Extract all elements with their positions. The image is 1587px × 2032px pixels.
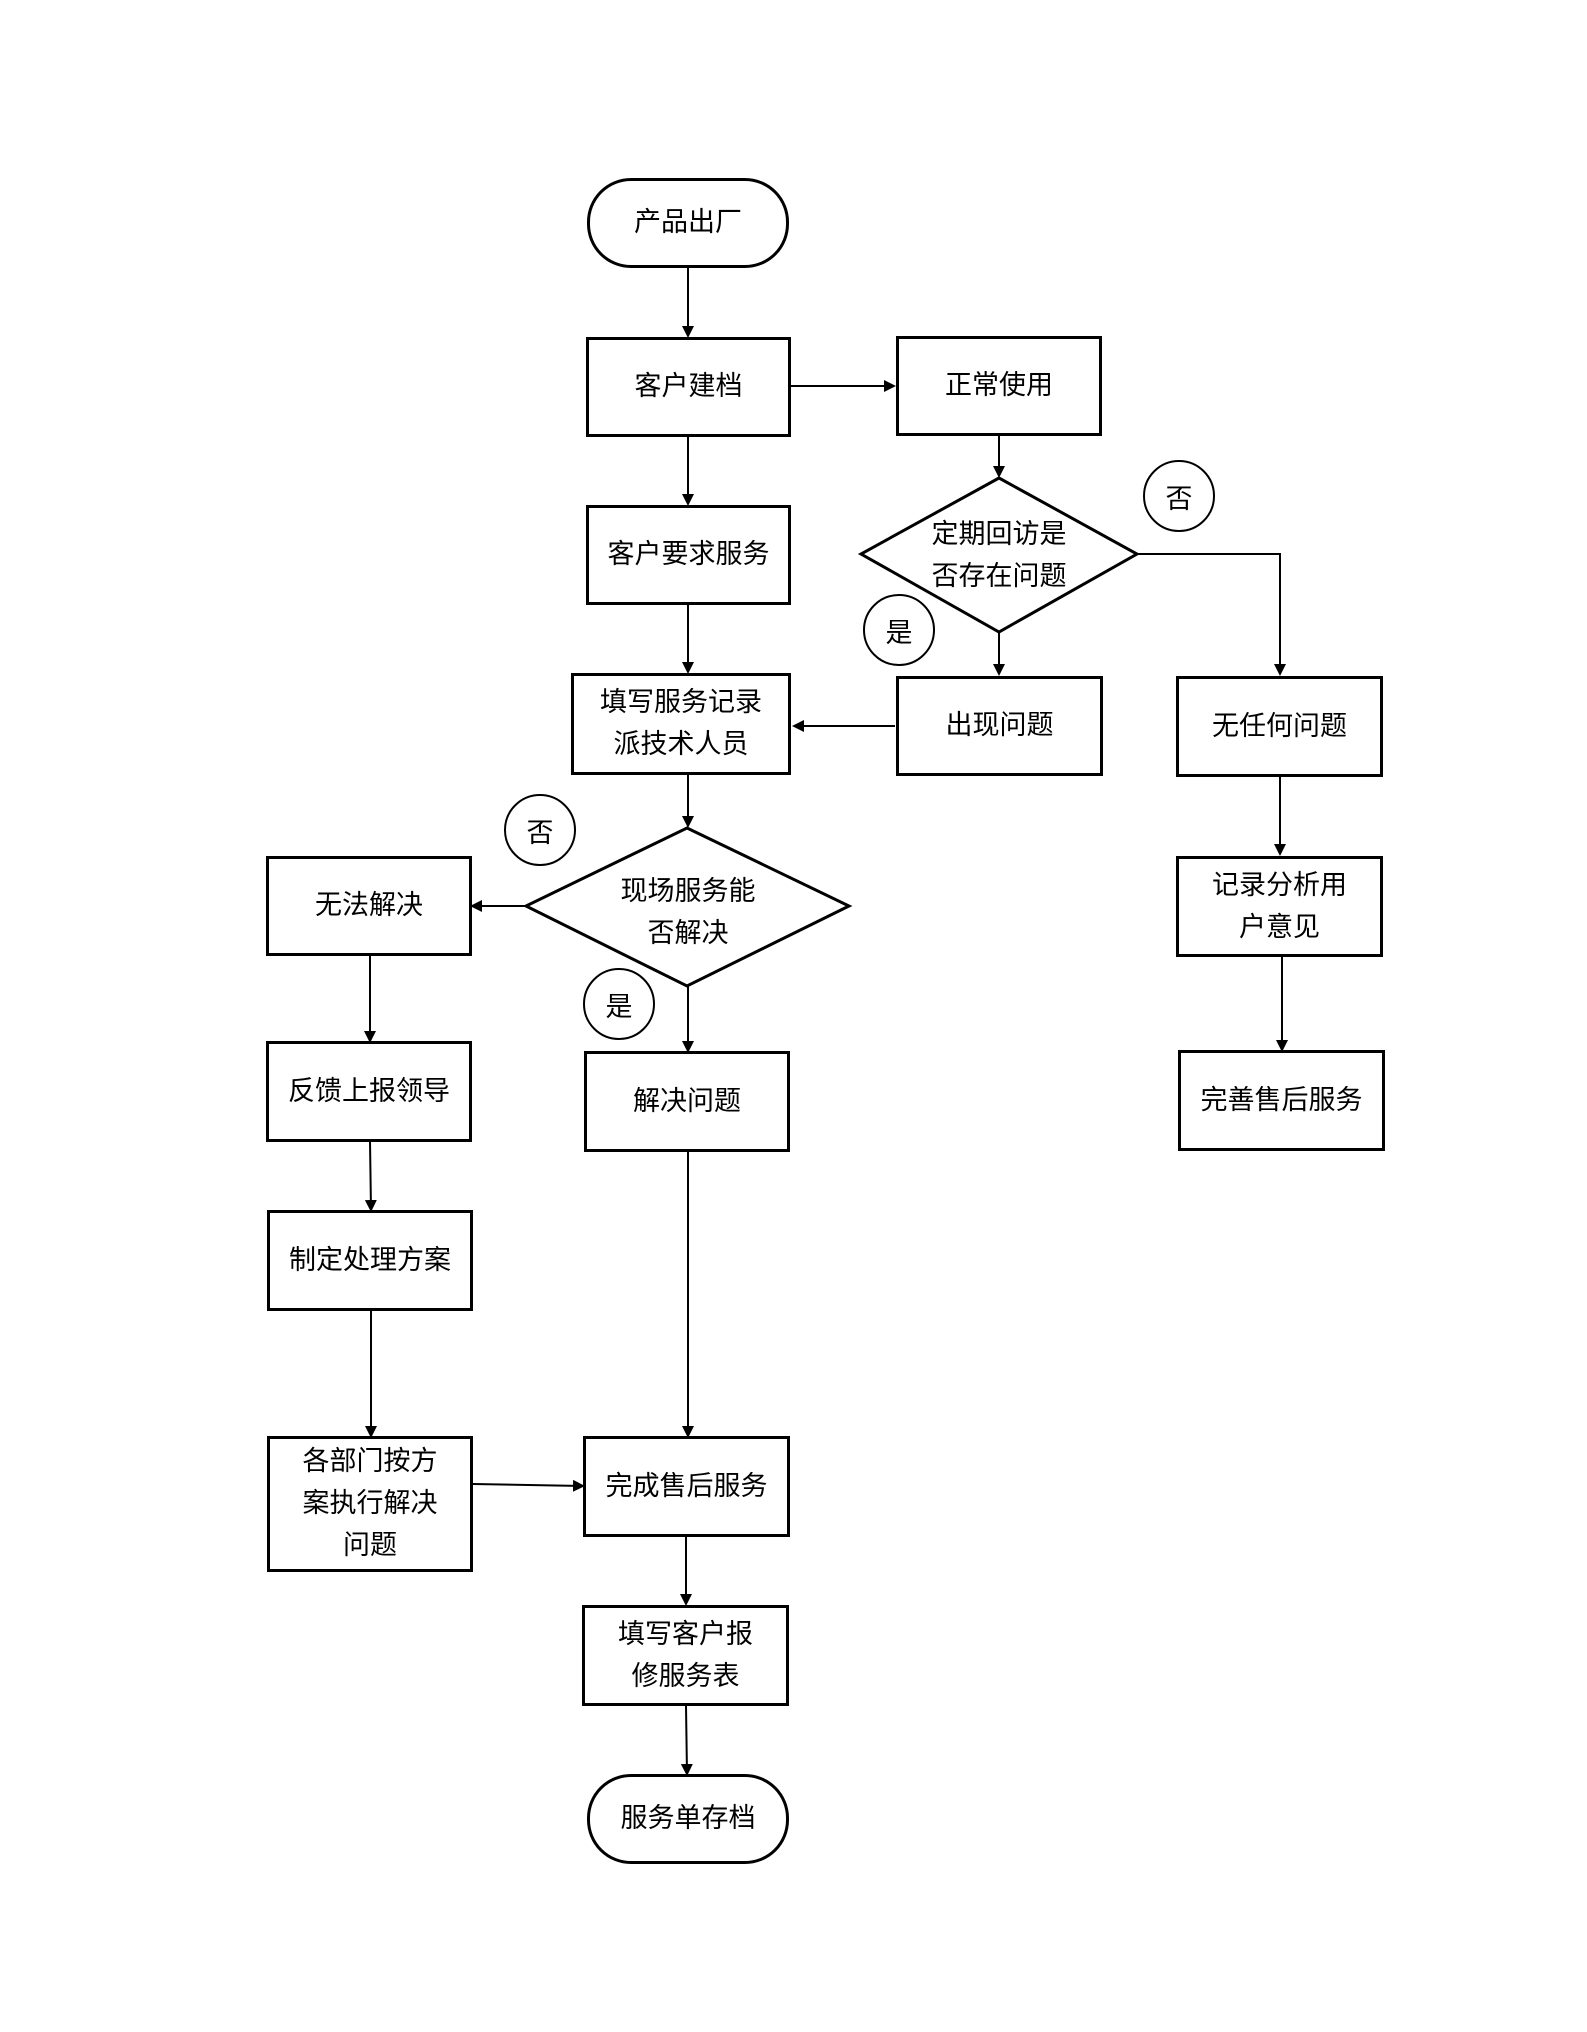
revisit-yes-label: 是 bbox=[863, 594, 935, 666]
revisit-no-label: 否 bbox=[1143, 460, 1215, 532]
record-opinion-box: 记录分析用 户意见 bbox=[1176, 856, 1383, 957]
fill-record-box: 填写服务记录 派技术人员 bbox=[571, 673, 791, 775]
customer-file-box: 客户建档 bbox=[586, 337, 791, 437]
departments-execute-box: 各部门按方 案执行解决 问题 bbox=[267, 1436, 473, 1572]
customer-request-box: 客户要求服务 bbox=[586, 505, 791, 605]
normal-use-box: 正常使用 bbox=[896, 336, 1102, 436]
edge-report-to-plan bbox=[364, 1140, 377, 1212]
start-terminal: 产品出厂 bbox=[587, 178, 789, 268]
onsite-yes-label: 是 bbox=[583, 968, 655, 1040]
complete-service-box: 完成售后服务 bbox=[583, 1436, 790, 1537]
improve-service-box: 完善售后服务 bbox=[1178, 1050, 1385, 1151]
make-plan-box: 制定处理方案 bbox=[267, 1210, 473, 1311]
report-leader-box: 反馈上报领导 bbox=[266, 1041, 472, 1142]
fill-form-box: 填写客户报 修服务表 bbox=[582, 1605, 789, 1706]
onsite-decision-label: 现场服务能 否解决 bbox=[620, 876, 756, 949]
onsite-no-label: 否 bbox=[504, 794, 576, 866]
no-problem-box: 无任何问题 bbox=[1176, 676, 1383, 777]
cannot-solve-box: 无法解决 bbox=[266, 856, 472, 956]
archive-terminal: 服务单存档 bbox=[587, 1774, 789, 1864]
edge-form-to-archive bbox=[680, 1705, 693, 1776]
revisit-decision-diamond bbox=[857, 476, 1141, 634]
edge-revisit-no bbox=[1136, 553, 1286, 676]
solve-problem-box: 解决问题 bbox=[584, 1051, 790, 1152]
edge-execute-to-complete bbox=[472, 1479, 585, 1492]
onsite-decision-diamond bbox=[522, 826, 853, 988]
revisit-decision-label: 定期回访是 否存在问题 bbox=[931, 519, 1067, 592]
problem-found-box: 出现问题 bbox=[896, 676, 1103, 776]
